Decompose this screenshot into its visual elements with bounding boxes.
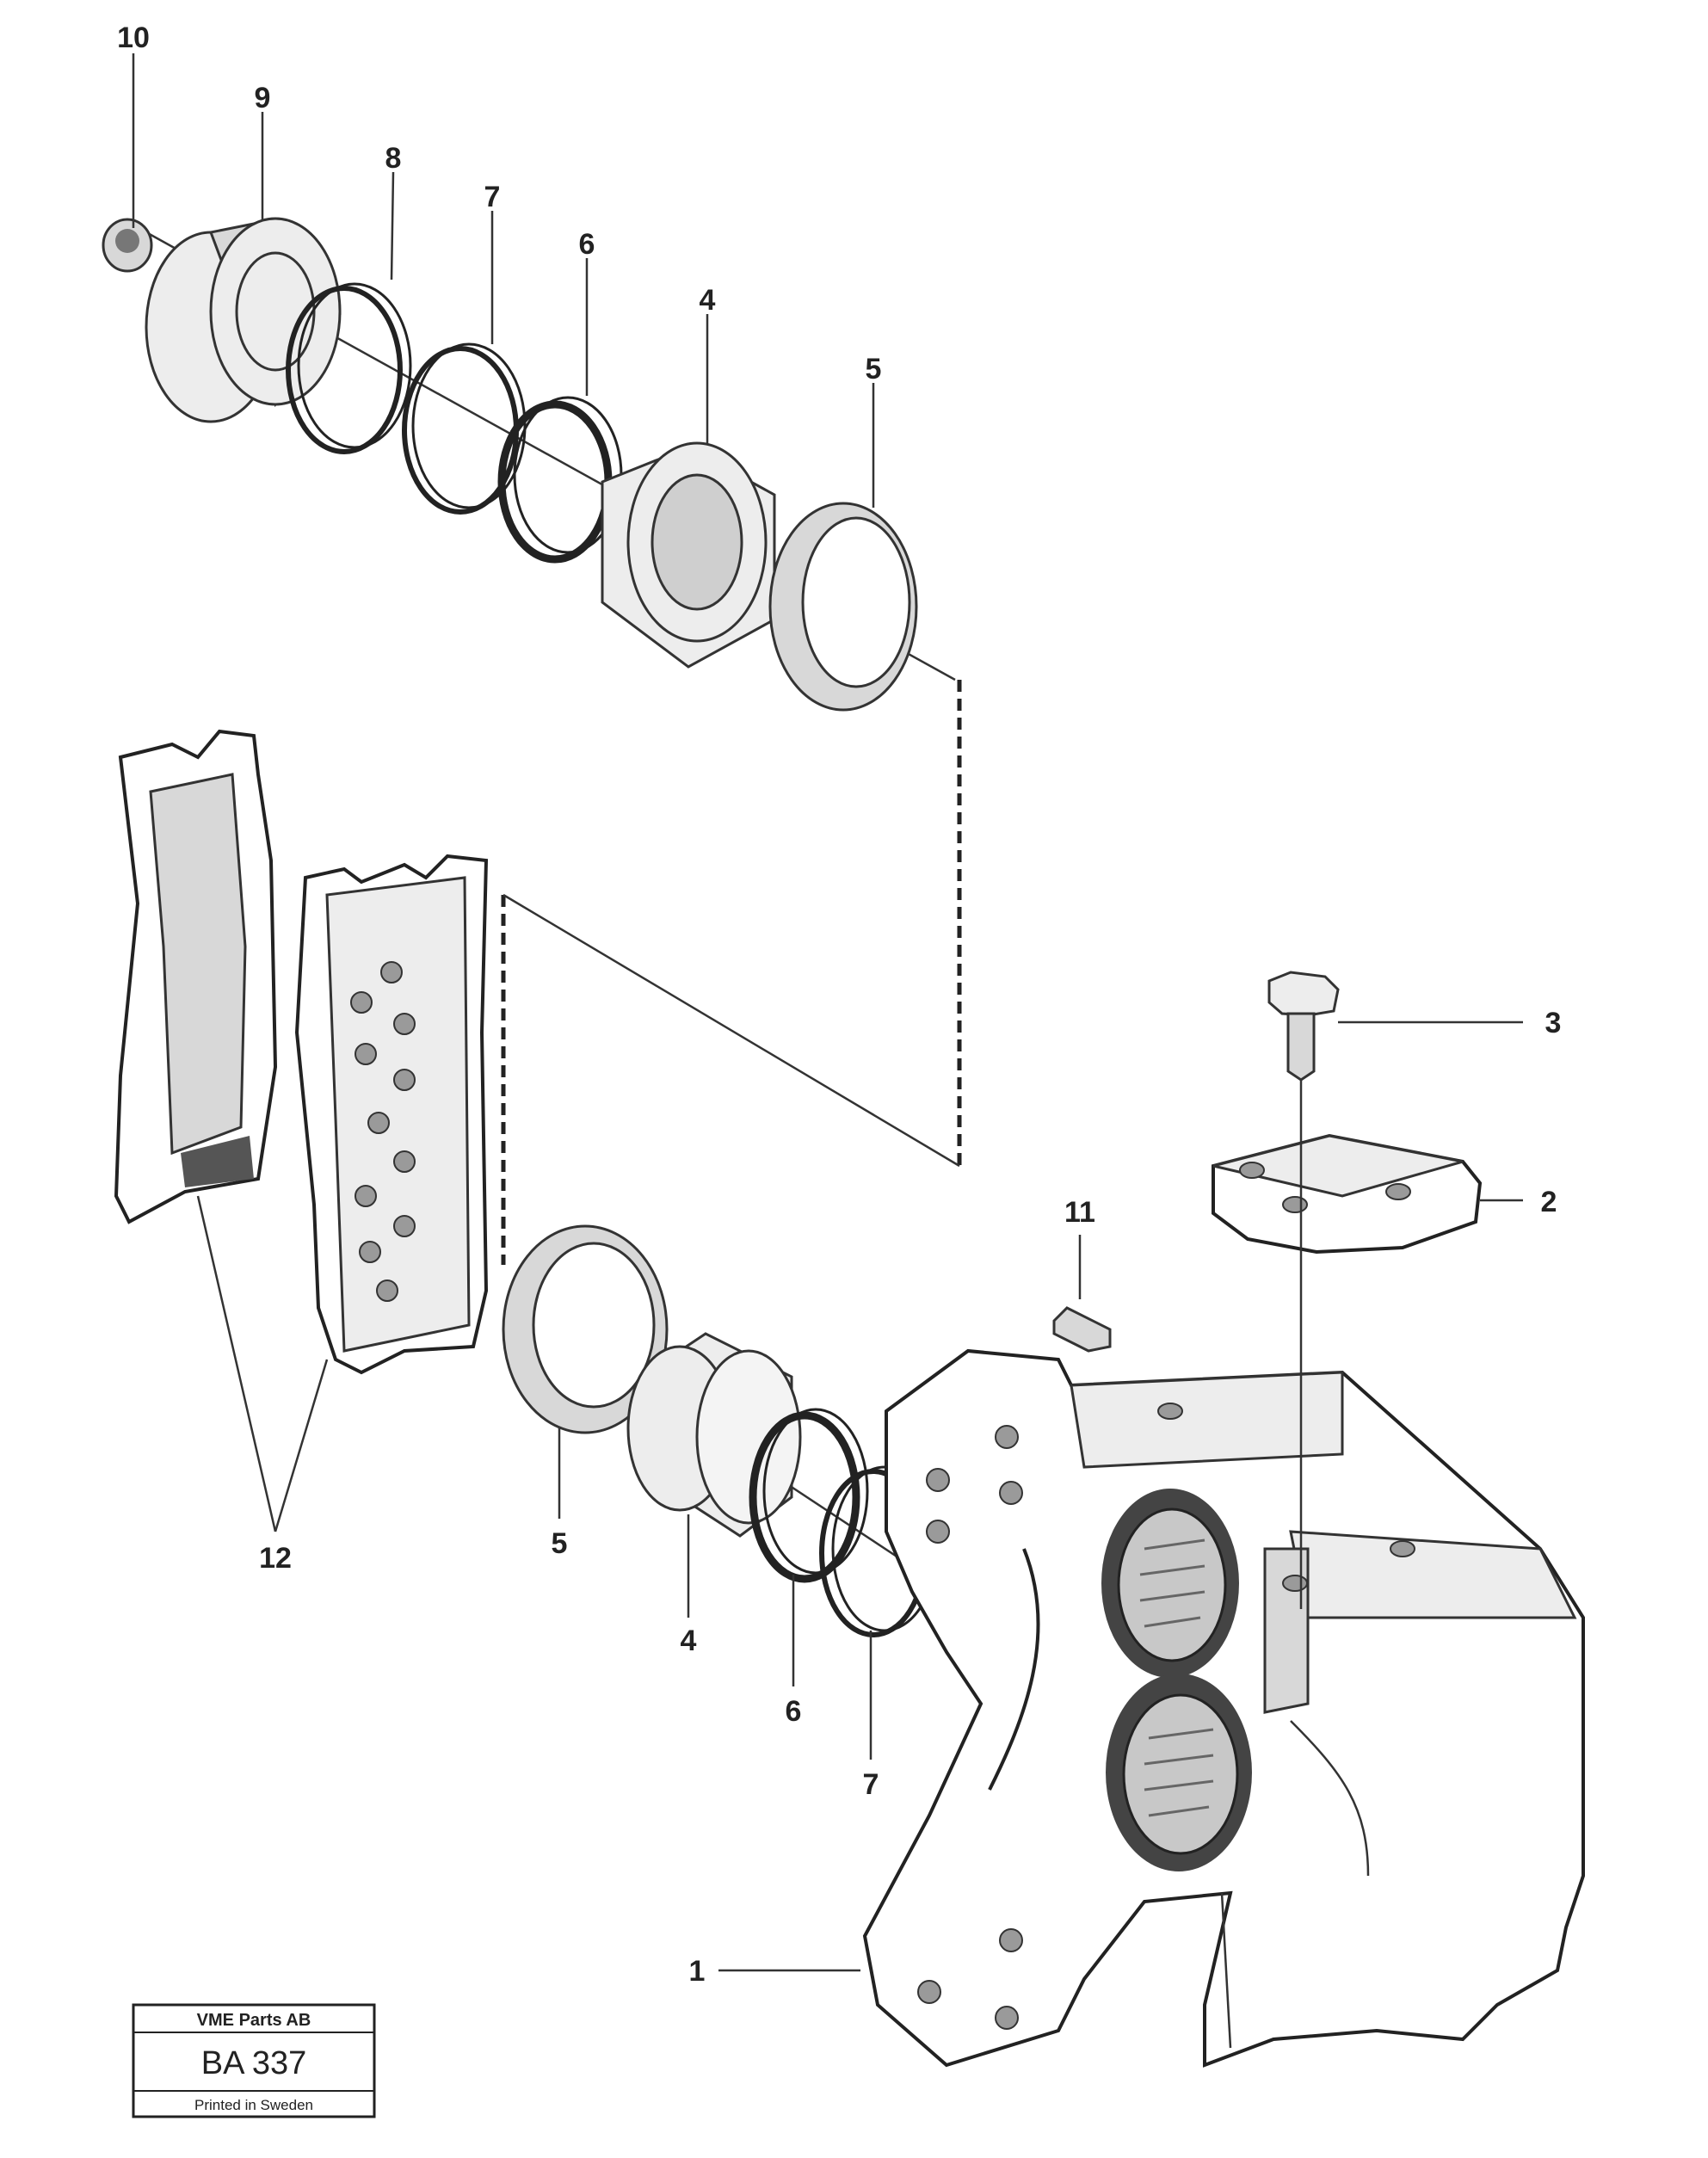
- callout-labels: 10 9 8 7 6 4 5 3 2 11 12 5 4 6 7 1: [117, 22, 1561, 1988]
- callout-2: 2: [1541, 1186, 1557, 1218]
- guide-diagonal: [503, 893, 960, 1168]
- dust-boot-part-5-lower: [502, 1224, 669, 1434]
- callout-5-top: 5: [866, 353, 882, 385]
- callout-5-bottom: 5: [552, 1527, 568, 1560]
- callout-4-top: 4: [700, 284, 716, 317]
- dust-boot-part-5-upper: [768, 502, 918, 712]
- caliper-mount-holes: [917, 1403, 1415, 2030]
- callout-1: 1: [689, 1955, 706, 1988]
- brake-pads-part-12: [114, 729, 489, 1375]
- piston-cap-part-9: [145, 217, 342, 423]
- seal-part-6-lower: [749, 1408, 869, 1583]
- callout-12: 12: [259, 1542, 292, 1575]
- callout-7-top: 7: [484, 181, 501, 213]
- callout-leaders: [132, 53, 1523, 1972]
- callout-3: 3: [1545, 1007, 1562, 1039]
- callout-8: 8: [385, 142, 402, 175]
- leader-12-rear: [196, 1195, 277, 1532]
- callout-4-bottom: 4: [681, 1625, 697, 1657]
- bolt-part-3: [1267, 971, 1340, 1082]
- bleed-nipple-part-11: [1052, 1306, 1112, 1353]
- bleed-nipple-part-10: [102, 218, 153, 273]
- callout-6-bottom: 6: [786, 1695, 802, 1728]
- callout-11: 11: [1064, 1196, 1095, 1229]
- stamp-printed: Printed in Sweden: [194, 2097, 313, 2113]
- piston-part-4-upper: [601, 441, 776, 669]
- callout-6-top: 6: [579, 228, 595, 261]
- drawing-stamp: VME Parts AB BA 337 Printed in Sweden: [132, 2003, 376, 2118]
- upper-piston-assembly: [102, 217, 956, 712]
- callout-9: 9: [255, 82, 271, 114]
- callout-7-bottom: 7: [863, 1768, 879, 1801]
- lower-piston-assembly: [502, 1224, 1016, 1637]
- caliper-housing-part-1: [862, 1348, 1585, 2068]
- caliper-bore-upper: [1101, 1489, 1239, 1678]
- stamp-company: VME Parts AB: [197, 2011, 311, 2030]
- caliper-bore-lower: [1106, 1674, 1252, 1871]
- pad-rivet-holes: [350, 961, 416, 1302]
- ring-part-8: [286, 282, 412, 454]
- leader-12-front: [274, 1359, 329, 1532]
- retaining-plate-part-2: [1212, 1133, 1483, 1255]
- ring-part-7-upper: [402, 342, 527, 515]
- stamp-code: BA 337: [201, 2045, 307, 2081]
- callout-10: 10: [117, 22, 150, 54]
